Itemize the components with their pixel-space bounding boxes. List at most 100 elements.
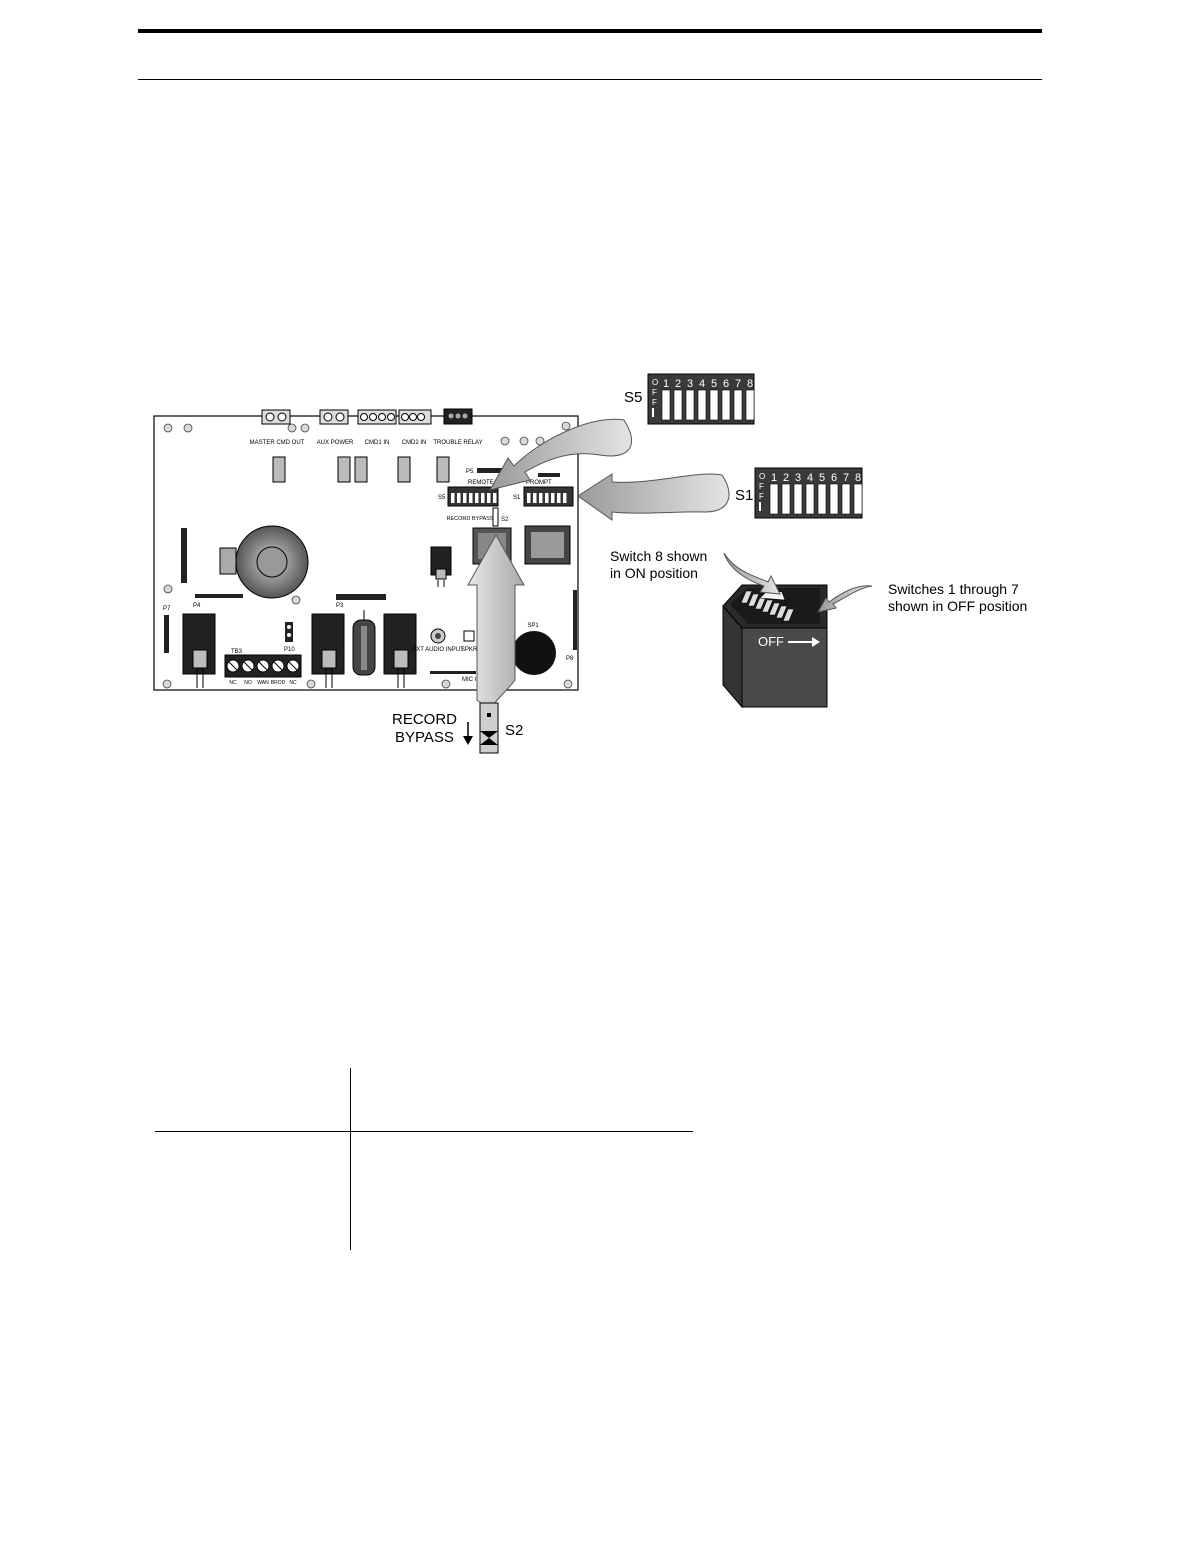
svg-text:4: 4 [699, 378, 705, 390]
label-board-s2: S2 [501, 517, 509, 523]
label-remote: REMOTE [468, 480, 494, 486]
svg-text:5: 5 [819, 472, 825, 484]
dip-s1-levers [769, 483, 863, 515]
dip-s1-numbers: 1 2 3 4 5 6 7 8 [771, 472, 861, 484]
svg-text:1: 1 [771, 472, 777, 484]
tb3-term-1: NC [229, 680, 237, 686]
board-dip-s5 [447, 486, 499, 507]
svg-text:6: 6 [831, 472, 837, 484]
arrow-switches1-7 [817, 585, 873, 613]
circuit-board: MASTER CMD OUT AUX POWER CMD1 IN CMD2 IN… [153, 408, 579, 691]
label-off-arrow: OFF [758, 634, 784, 649]
jumper-p10 [285, 622, 293, 642]
table-divider-horizontal [155, 1131, 693, 1132]
dip-switch-s1: OFF 1 2 3 4 5 6 7 8 [754, 467, 863, 519]
tb3-term-2: NO [244, 680, 252, 686]
header-prompt [538, 473, 560, 477]
header-p4 [195, 594, 243, 598]
svg-text:2: 2 [675, 378, 681, 390]
svg-text:8: 8 [747, 378, 753, 390]
dip-s1-off-letters: OFF [759, 472, 765, 501]
board-dip-s1 [523, 486, 574, 507]
label-cmd2-in: CMD2 IN [402, 440, 427, 446]
label-p10: P10 [284, 647, 295, 653]
label-switches17-line2: shown in OFF position [888, 598, 1027, 614]
terminal-aux-power [319, 409, 368, 483]
svg-text:7: 7 [843, 472, 849, 484]
label-board-s1: S1 [513, 495, 521, 501]
mounting-holes [162, 421, 573, 689]
svg-text:8: 8 [855, 472, 861, 484]
component-rect-left [219, 547, 237, 575]
dip-s5-levers [661, 389, 755, 421]
svg-text:F: F [652, 398, 657, 407]
terminal-cmd2-in [397, 409, 432, 483]
tb3-term-3: WAN [257, 680, 269, 686]
label-s2: S2 [505, 722, 523, 739]
svg-text:7: 7 [735, 378, 741, 390]
header-subrule [138, 79, 1042, 80]
terminal-master-cmd-out [261, 409, 291, 483]
label-mic-in: MIC IN [462, 677, 481, 683]
label-sp1: SP1 [527, 623, 539, 629]
spkr-connector [463, 630, 475, 642]
table-divider-vertical [350, 1068, 351, 1250]
dip-s5-off-letters: OFF [652, 378, 658, 407]
label-p5: P5 [466, 469, 474, 475]
label-p7: P7 [163, 606, 171, 612]
svg-text:2: 2 [783, 472, 789, 484]
board-switch-s2 [492, 507, 499, 527]
vertical-header-left [181, 528, 187, 583]
off-arrow-icon [788, 637, 820, 647]
down-arrow-icon [463, 722, 473, 745]
label-aux-power: AUX POWER [317, 440, 354, 446]
tb3-terminal-labels: NC NO WAN BROD NC [229, 680, 297, 686]
label-master-cmd-out: MASTER CMD OUT [250, 440, 305, 446]
label-bypass: BYPASS [395, 729, 454, 746]
svg-text:O: O [759, 472, 765, 481]
svg-text:3: 3 [795, 472, 801, 484]
heatsink-2 [311, 613, 345, 688]
svg-text:4: 4 [807, 472, 813, 484]
header-p7 [164, 615, 169, 653]
label-p8: P8 [566, 656, 574, 662]
label-p4: P4 [193, 603, 201, 609]
header-p8 [573, 590, 577, 650]
label-s5: S5 [624, 389, 642, 406]
speaker-sp1 [512, 631, 556, 675]
heatsink-3 [383, 613, 417, 688]
terminal-cmd1-in [357, 409, 397, 425]
label-prompt: PROMPT [526, 480, 552, 486]
mic-in-header [430, 671, 476, 674]
svg-text:F: F [652, 388, 657, 397]
terminal-trouble-relay [436, 408, 473, 483]
label-switches17-line1: Switches 1 through 7 [888, 581, 1019, 597]
arrow-switch8 [723, 552, 781, 595]
header-rule [138, 29, 1042, 33]
label-board-record-bypass: RECORD BYPASS [447, 516, 494, 522]
label-switch8-line2: in ON position [610, 565, 698, 581]
label-cmd1-in: CMD1 IN [365, 440, 390, 446]
svg-text:5: 5 [711, 378, 717, 390]
header-p3 [336, 594, 386, 600]
arrow-to-s1 [577, 473, 730, 521]
dip-3d-levers [740, 590, 795, 622]
svg-text:F: F [759, 492, 764, 501]
label-spkr: SPKR [461, 647, 478, 653]
label-p3: P3 [336, 603, 344, 609]
svg-text:F: F [759, 482, 764, 491]
arrow-to-s5 [488, 418, 633, 491]
label-trouble-relay: TROUBLE RELAY [433, 440, 482, 446]
label-ext-audio-input: EXT AUDIO INPUT [412, 647, 464, 653]
header-p5 [477, 468, 505, 473]
label-s1: S1 [735, 487, 753, 504]
tb3-term-5: NC [289, 680, 297, 686]
label-tb3: TB3 [231, 649, 243, 655]
svg-text:3: 3 [687, 378, 693, 390]
tb3-term-4: BROD [271, 680, 286, 686]
svg-text:O: O [652, 378, 658, 387]
terminal-tb3 [224, 654, 302, 678]
label-record: RECORD [392, 711, 457, 728]
dip-switch-s5: OFF 1 2 3 4 5 6 7 8 [647, 373, 755, 425]
